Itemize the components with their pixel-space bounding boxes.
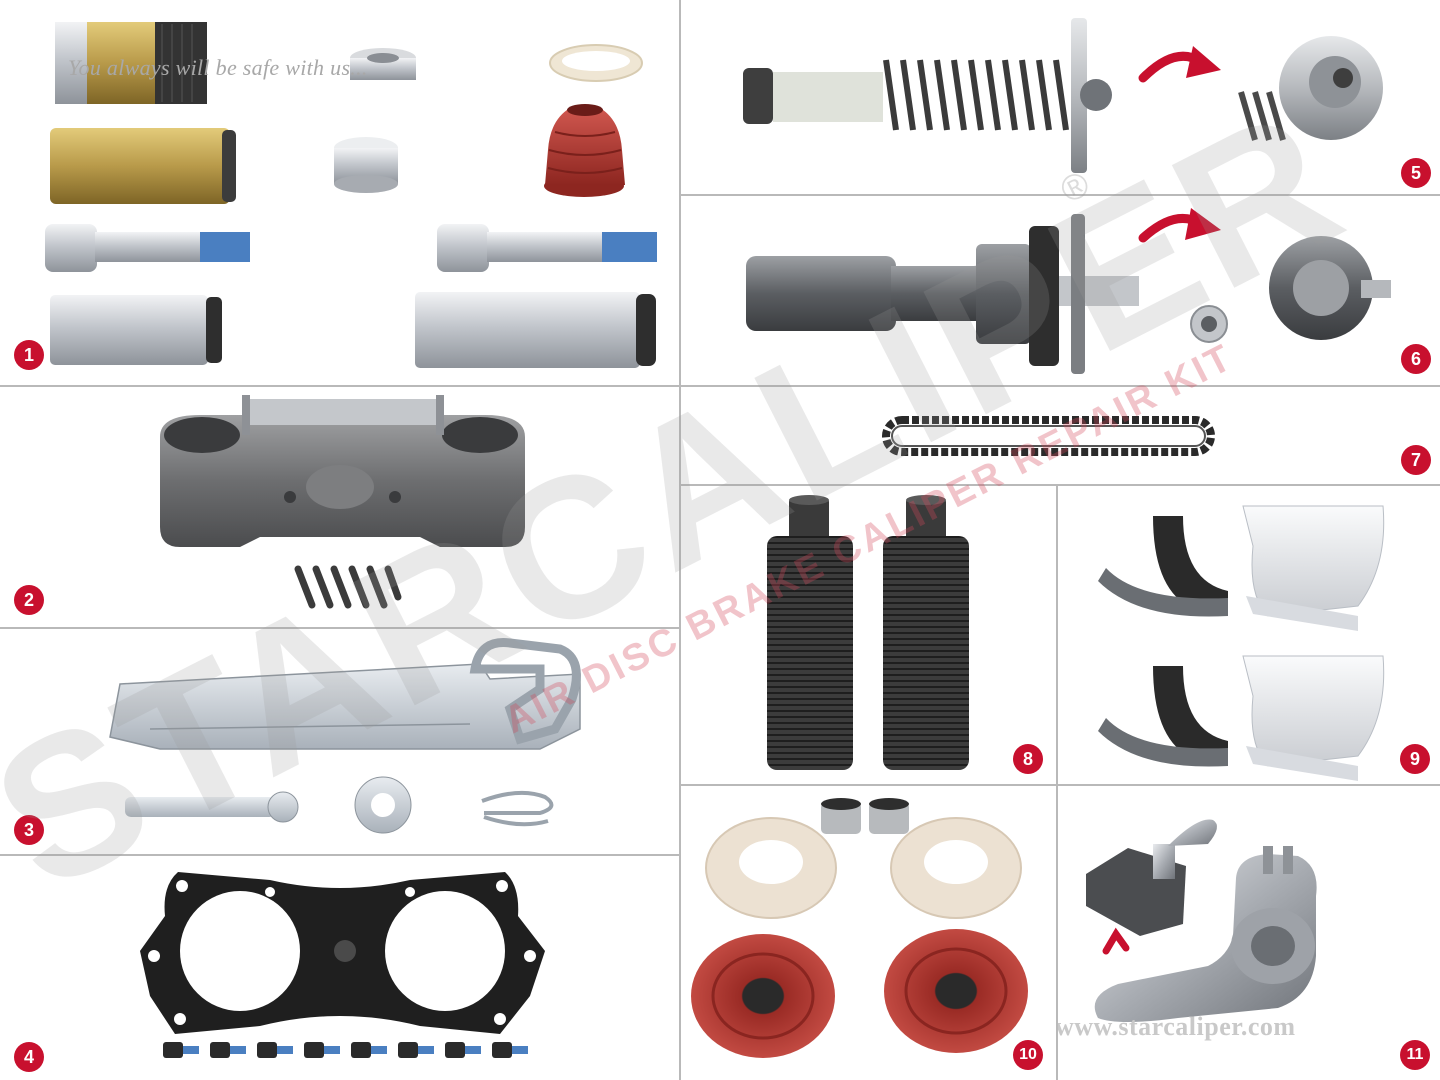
divider — [680, 484, 1440, 486]
panel-6-adjuster-shaft: 6 — [681, 196, 1440, 385]
panel-number-badge: 9 — [1400, 744, 1430, 774]
panel-number-badge: 1 — [14, 340, 44, 370]
divider — [679, 0, 681, 1080]
shaft-parts — [746, 208, 1391, 374]
divider — [680, 194, 1440, 196]
lever-parts — [1086, 819, 1317, 1022]
adjuster-parts — [743, 18, 1383, 173]
tagline: You always will be safe with us... — [68, 55, 368, 80]
panel-5-adjuster: 5 — [681, 0, 1440, 194]
guide-pin-parts — [45, 22, 657, 368]
website-url: www.starcaliper.com — [1058, 1012, 1296, 1041]
panel-number-badge: 8 — [1013, 744, 1043, 774]
divider — [680, 784, 1440, 786]
divider — [0, 627, 680, 629]
gasket-parts — [140, 872, 545, 1058]
bridge-part — [160, 395, 525, 609]
panel-1-guide-pin-kit: You always will be safe with us... 1 — [0, 0, 679, 385]
panel-8-threaded-tappets: 8 — [681, 486, 1056, 784]
divider — [0, 385, 1440, 387]
panel-number-badge: 4 — [14, 1042, 44, 1072]
divider — [0, 854, 680, 856]
panel-number-badge: 7 — [1401, 445, 1431, 475]
panel-4-gasket: 4 — [0, 856, 679, 1080]
panel-9-bearings: 9 — [1058, 486, 1440, 784]
panel-7-chain: 7 — [681, 387, 1440, 484]
panel-11-lever: www.starcaliper.com 11 — [1058, 786, 1440, 1080]
panel-number-badge: 11 — [1400, 1040, 1430, 1070]
panel-number-badge: 10 — [1013, 1040, 1043, 1070]
panel-number-badge: 2 — [14, 585, 44, 615]
panel-2-bridge: 2 — [0, 387, 679, 627]
chain-part — [882, 416, 1215, 456]
panel-3-pad-retainer: 3 — [0, 629, 679, 854]
divider — [1056, 484, 1058, 1080]
bearing-parts — [1098, 505, 1385, 781]
panel-10-seals: 10 — [681, 786, 1056, 1080]
tappet-parts — [767, 495, 969, 770]
seal-parts — [691, 798, 1028, 1058]
panel-number-badge: 3 — [14, 815, 44, 845]
panel-number-badge: 5 — [1401, 158, 1431, 188]
retainer-parts — [109, 638, 581, 834]
panel-number-badge: 6 — [1401, 344, 1431, 374]
